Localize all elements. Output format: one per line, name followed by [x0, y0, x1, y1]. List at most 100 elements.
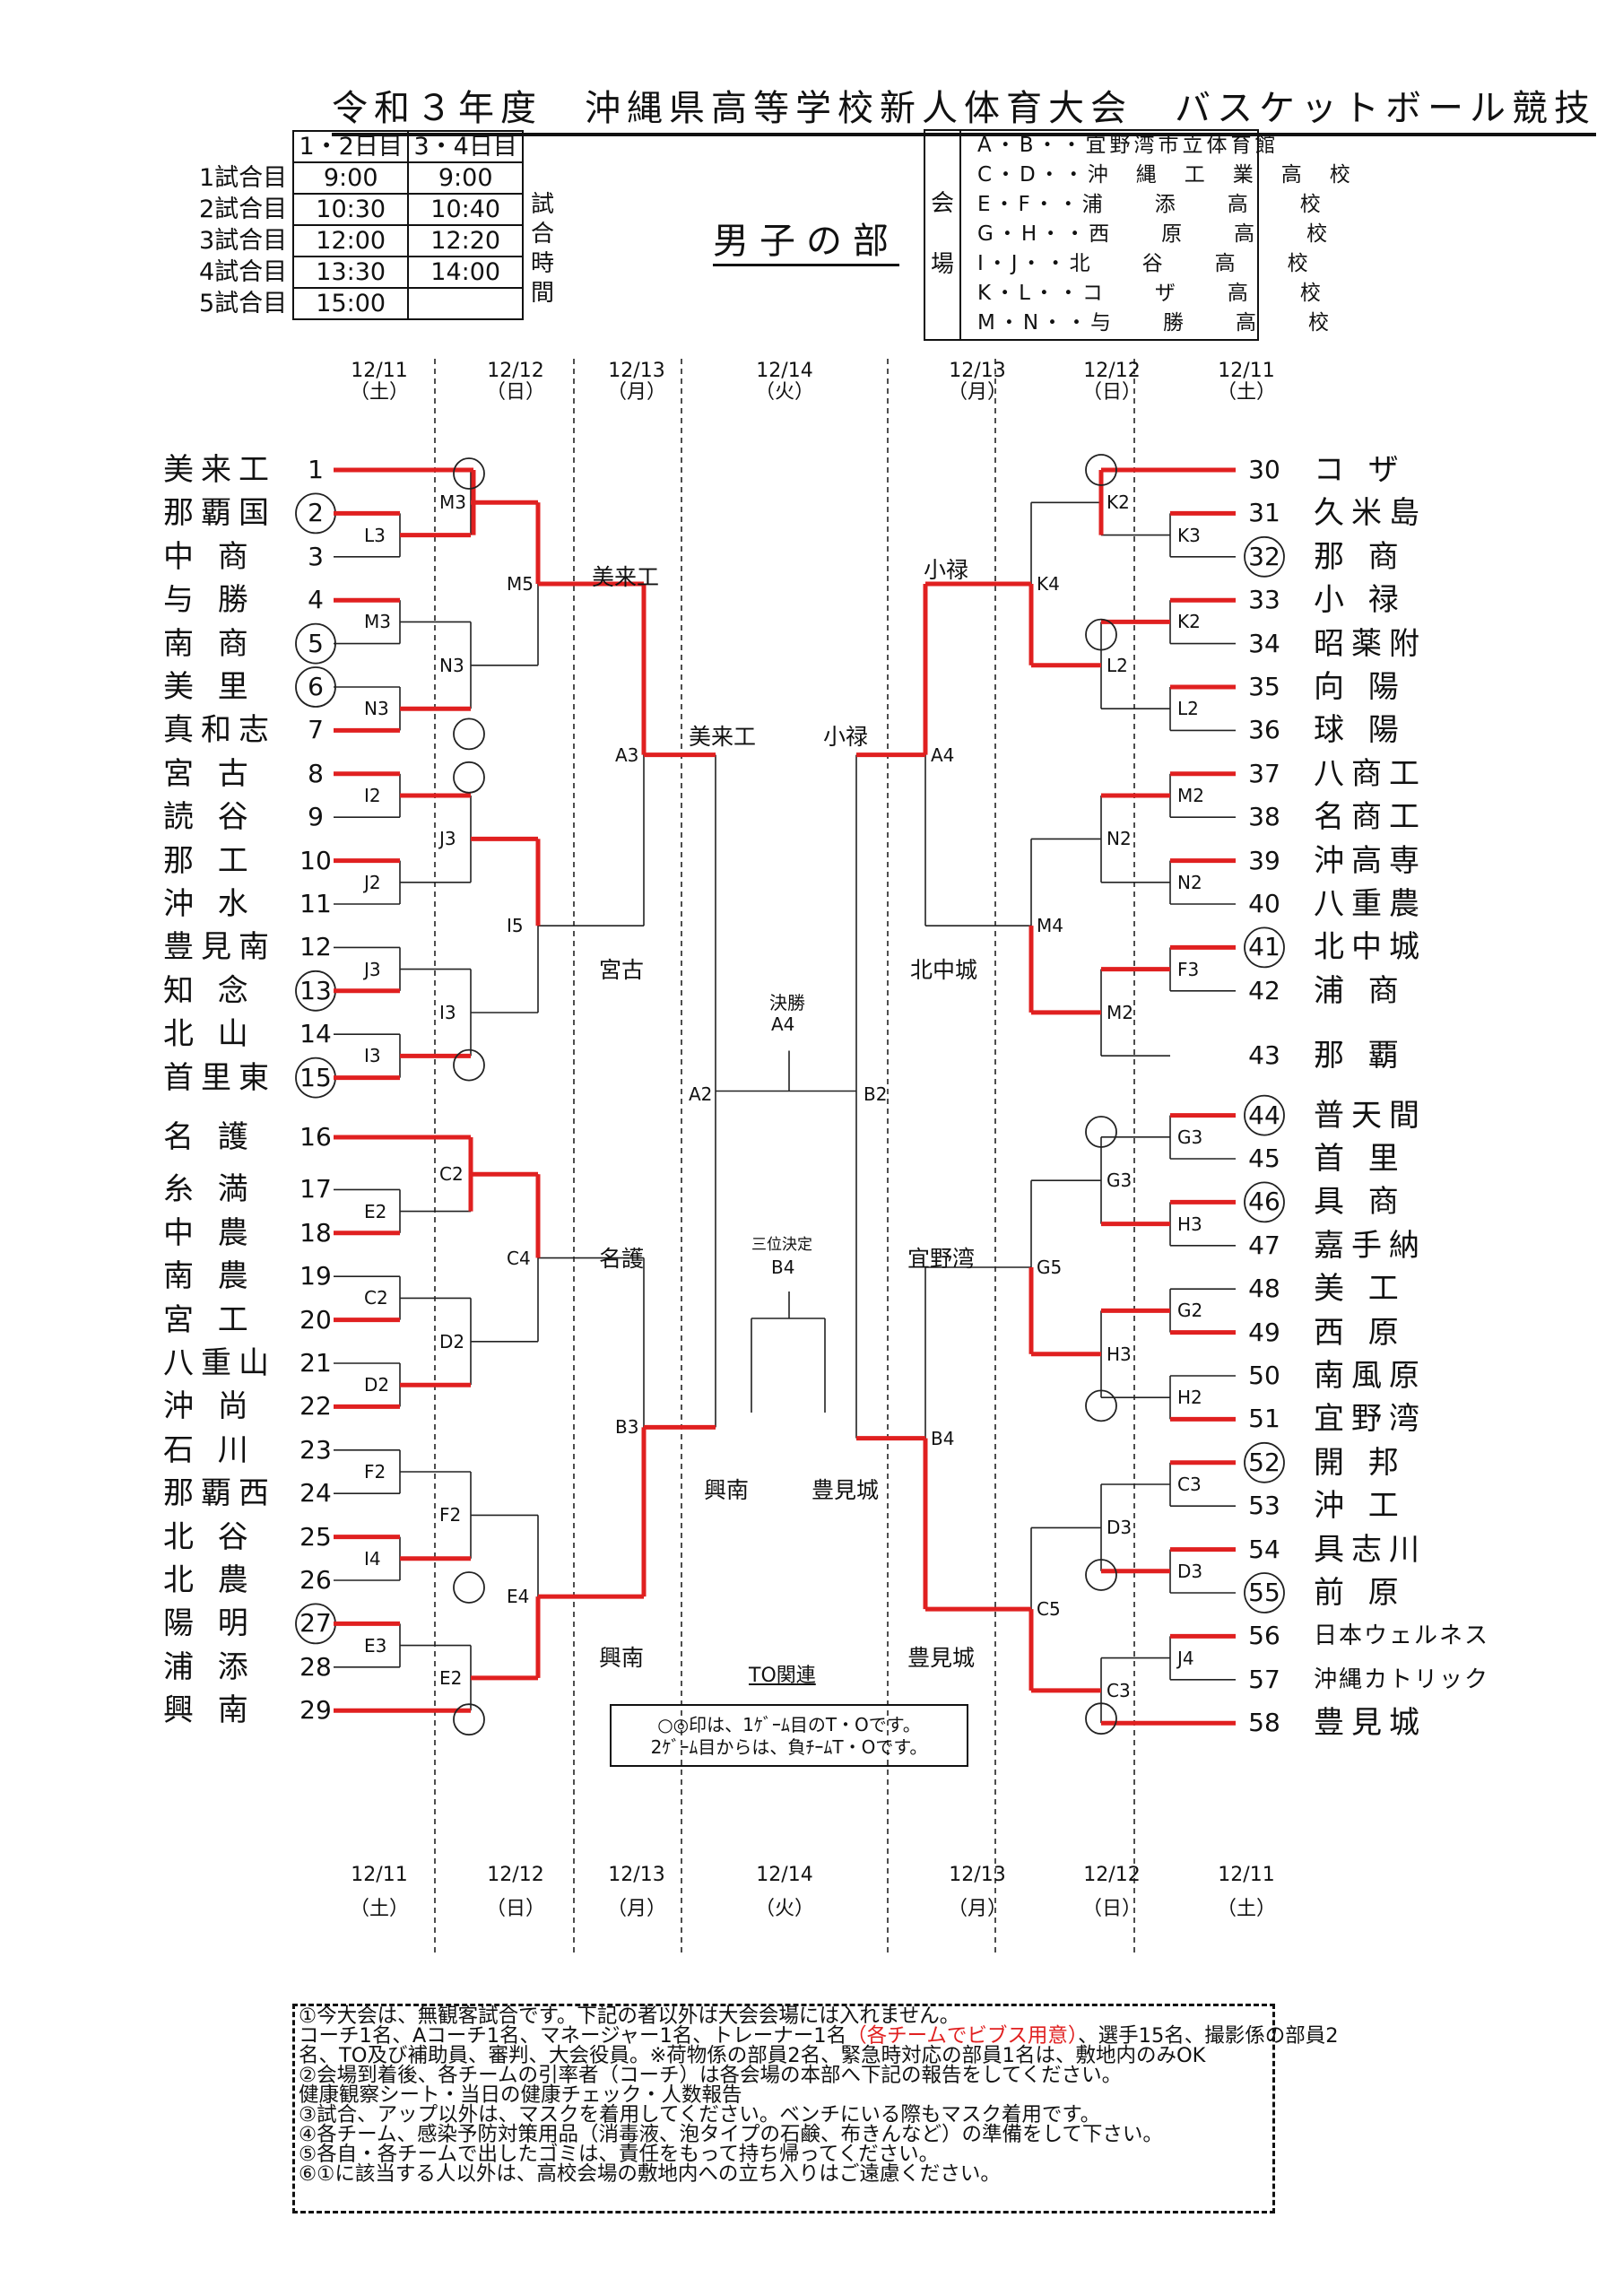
match-code: M2 — [1107, 1001, 1133, 1023]
team-number: 26 — [299, 1565, 332, 1595]
team-name: 名 護 — [163, 1119, 256, 1155]
team-name: 嘉手納 — [1314, 1227, 1427, 1264]
team-name: 具志川 — [1314, 1531, 1427, 1568]
team-name: 球 陽 — [1314, 712, 1406, 749]
team-number: 21 — [299, 1348, 332, 1378]
team-number-circle — [1244, 1441, 1285, 1483]
to-circle — [1085, 454, 1117, 486]
date-bottom: 12/11 — [351, 1864, 408, 1886]
final-label: 決勝 — [769, 992, 805, 1013]
weekday-bottom: （月） — [606, 1898, 666, 1920]
date-bottom: 12/11 — [1218, 1864, 1275, 1886]
match-code: L3 — [364, 524, 386, 546]
match-code: L2 — [1177, 698, 1199, 720]
winner-name: 興南 — [599, 1645, 645, 1671]
venue-row: M・N・・与 勝 高 校 — [977, 311, 1333, 335]
match-code: K4 — [1037, 573, 1060, 596]
team-number: 5 — [308, 628, 324, 658]
weekday-top: （土） — [349, 381, 409, 404]
team-name: 美来工 — [163, 452, 276, 488]
match-code: G3 — [1107, 1170, 1133, 1192]
schedule-side-char: 間 — [530, 280, 554, 307]
match-code: A2 — [689, 1083, 713, 1106]
team-name: 石 川 — [163, 1431, 256, 1468]
schedule-row-label: 1試合目 — [199, 163, 288, 192]
team-name: 久米島 — [1314, 495, 1427, 532]
winner-name: 小禄 — [823, 724, 869, 750]
match-code: D3 — [1107, 1517, 1133, 1539]
team-number-circle — [1244, 1181, 1285, 1223]
team-number: 4 — [308, 585, 324, 615]
team-number: 42 — [1248, 975, 1280, 1005]
team-name: 読 谷 — [163, 799, 256, 836]
venue-row: G・H・・西 原 高 校 — [977, 222, 1332, 246]
date-bottom: 12/14 — [756, 1864, 813, 1886]
division-title: 男子の部 — [713, 212, 899, 266]
team-number: 9 — [308, 802, 324, 832]
team-number: 1 — [308, 455, 324, 484]
team-number: 49 — [1248, 1317, 1280, 1347]
team-number: 40 — [1248, 889, 1280, 918]
match-code: I3 — [364, 1045, 381, 1067]
match-code: G3 — [1177, 1126, 1203, 1148]
team-name: 那 商 — [1314, 538, 1406, 575]
team-number: 55 — [1248, 1578, 1280, 1607]
team-number: 11 — [299, 889, 332, 918]
match-code: A3 — [615, 744, 639, 766]
match-code: C3 — [1107, 1679, 1131, 1701]
to-circle — [1085, 1116, 1117, 1148]
to-circle — [453, 1571, 485, 1604]
match-code: B3 — [615, 1416, 639, 1439]
winner-name: 興南 — [704, 1477, 750, 1503]
weekday-top: （日） — [1081, 381, 1141, 404]
team-name: 那覇国 — [163, 495, 276, 532]
team-number: 45 — [1248, 1144, 1280, 1173]
weekday-bottom: （月） — [947, 1898, 1007, 1920]
team-number: 48 — [1248, 1274, 1280, 1304]
winner-name: 小禄 — [924, 557, 969, 583]
team-name: 首里東 — [163, 1059, 276, 1096]
weekday-bottom: （日） — [1081, 1898, 1141, 1920]
venue-list: 会 場 A・B・・宜野湾市立体育館 C・D・・沖 縄 工 業 高 校 E・F・・… — [924, 129, 1350, 341]
weekday-bottom: （土） — [1216, 1898, 1276, 1920]
team-number: 15 — [299, 1062, 332, 1092]
team-number: 36 — [1248, 715, 1280, 745]
schedule-cell: 14:00 — [407, 256, 525, 289]
match-code: M3 — [364, 611, 391, 633]
team-name: 沖 尚 — [163, 1388, 256, 1425]
notice-line: ③試合、アップ以外は、マスクを着用してください。ベンチにいる際もマスク着用です。 — [299, 2103, 1101, 2126]
third-label: 三位決定 — [751, 1236, 812, 1254]
weekday-top: （日） — [485, 381, 545, 404]
team-number: 43 — [1248, 1040, 1280, 1071]
weekday-top: （月） — [606, 381, 666, 404]
match-code: E2 — [364, 1200, 387, 1222]
team-number: 24 — [299, 1478, 332, 1509]
team-name: 首 里 — [1314, 1141, 1406, 1177]
team-name: 陽 明 — [163, 1605, 256, 1642]
schedule-side-char: 試 — [530, 191, 554, 218]
team-number: 25 — [299, 1521, 332, 1552]
team-number: 18 — [299, 1217, 332, 1248]
match-code: E4 — [507, 1586, 530, 1608]
team-number: 44 — [1248, 1100, 1280, 1130]
team-number: 8 — [308, 758, 324, 788]
date-top: 12/11 — [1218, 360, 1275, 382]
schedule-cell: 13:30 — [292, 256, 410, 289]
date-top: 12/13 — [949, 360, 1006, 382]
match-code: K2 — [1107, 491, 1130, 514]
match-code: F3 — [1177, 958, 1200, 980]
winner-name: 北中城 — [910, 957, 978, 983]
notice-line: 名、TO及び補助員、審判、大会役員。※荷物係の部員2名、緊急時対応の部員1名は、… — [299, 2044, 1206, 2067]
weekday-top: （火） — [754, 381, 814, 404]
match-code: H2 — [1177, 1387, 1202, 1409]
match-code: D3 — [1177, 1560, 1203, 1582]
venue-row: A・B・・宜野湾市立体育館 — [977, 134, 1280, 157]
match-code: N3 — [439, 654, 464, 676]
date-bottom: 12/12 — [1083, 1864, 1141, 1886]
schedule-cell: 12:00 — [292, 224, 410, 257]
to-circle — [453, 1048, 485, 1082]
team-name: 八商工 — [1314, 755, 1427, 792]
match-code: C3 — [1177, 1474, 1202, 1495]
date-top: 12/12 — [1083, 360, 1141, 382]
